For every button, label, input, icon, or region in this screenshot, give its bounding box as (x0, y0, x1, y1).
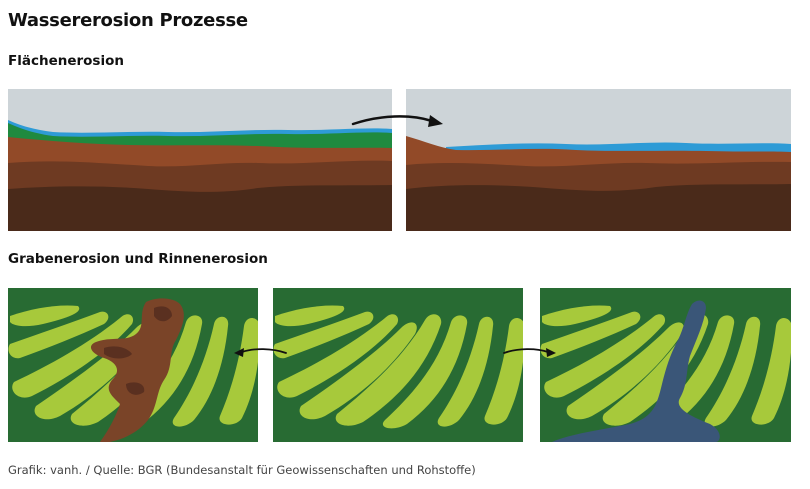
process-arrow-icon (351, 115, 443, 127)
back-arrow-icon (234, 348, 287, 357)
sheet-erosion-before-illustration (8, 89, 392, 231)
soil-layer-lower (406, 184, 791, 231)
gully-channel (90, 298, 184, 442)
rill-erosion-illustration (540, 288, 791, 442)
sheet-erosion-after-illustration (406, 89, 791, 231)
source-credit: Grafik: vanh. / Quelle: BGR (Bundesansta… (8, 463, 476, 477)
water-channel (552, 300, 720, 442)
intact-field-illustration (273, 288, 523, 442)
page-title: Wassererosion Prozesse (8, 10, 248, 31)
section-heading-gully-rill-erosion: Grabenerosion und Rinnenerosion (8, 251, 268, 267)
grass-layer (8, 123, 392, 151)
section-heading-sheet-erosion: Flächenerosion (8, 53, 124, 69)
forward-arrow-icon (503, 348, 556, 357)
soil-layer-lower (8, 185, 392, 231)
gully-erosion-illustration (8, 288, 258, 442)
